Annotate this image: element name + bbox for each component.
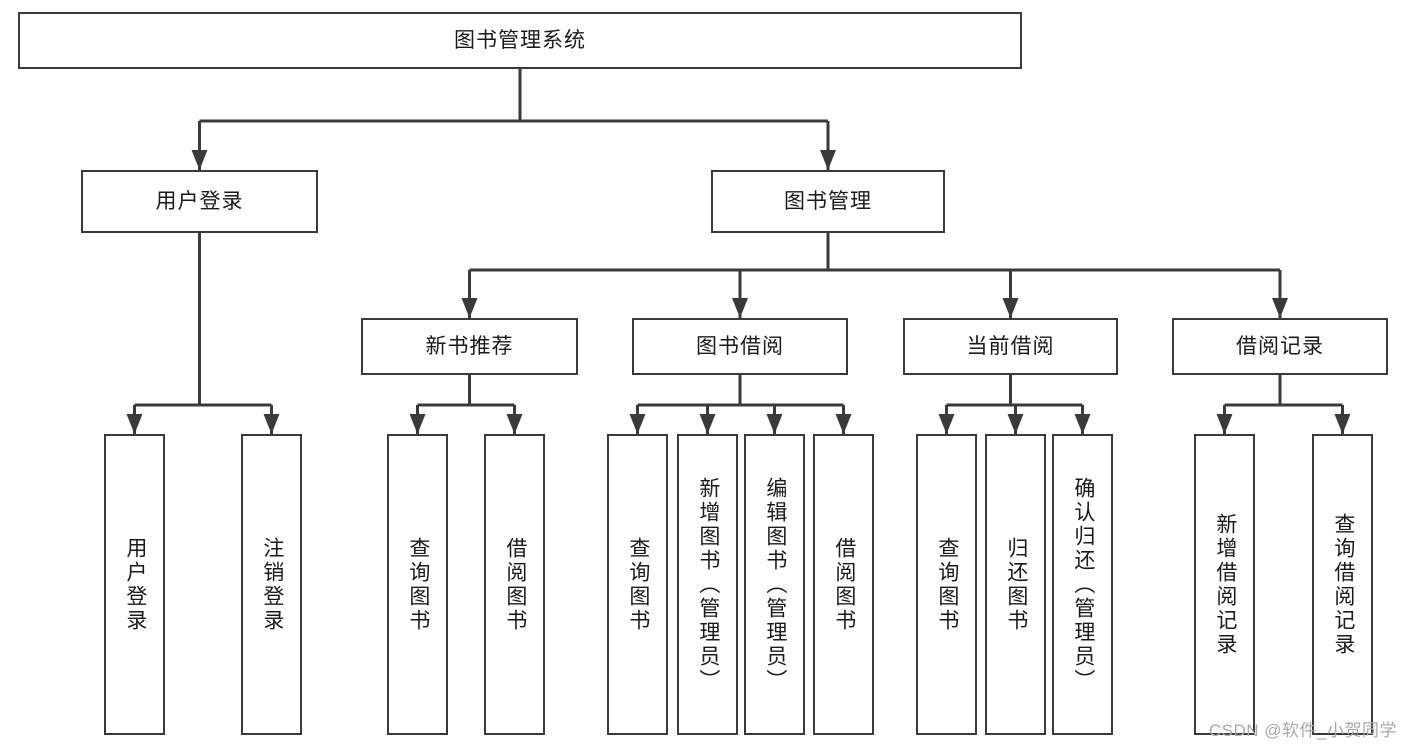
node-l2_1[interactable]: 图书管理: [711, 170, 945, 233]
arrow-head-2-2: [1002, 298, 1019, 318]
node-leaf_10[interactable]: 确认归还（管理员）: [1052, 434, 1113, 735]
arrow-head-3-1: [506, 414, 523, 434]
node-label: 借阅图书: [503, 536, 527, 633]
arrow-head-2-3: [1272, 298, 1288, 318]
node-leaf_11[interactable]: 新增借阅记录: [1194, 434, 1255, 735]
node-label: 图书管理: [784, 189, 872, 213]
node-leaf_8[interactable]: 查询图书: [916, 434, 977, 735]
node-label: 注销登录: [260, 536, 284, 633]
node-label: 图书借阅: [696, 334, 784, 358]
node-label: 图书管理系统: [454, 28, 586, 52]
node-l2_0[interactable]: 用户登录: [81, 170, 318, 233]
node-label: 借阅图书: [832, 536, 856, 633]
node-l3_2[interactable]: 当前借阅: [903, 318, 1118, 375]
node-l3_1[interactable]: 图书借阅: [632, 318, 848, 375]
node-label: 当前借阅: [966, 334, 1055, 358]
node-label: 用户登录: [155, 189, 244, 213]
arrow-head-4-3: [835, 414, 852, 434]
node-root[interactable]: 图书管理系统: [18, 12, 1022, 69]
arrow-head-0-0: [191, 150, 208, 170]
arrow-head-5-1: [1007, 414, 1024, 434]
arrow-head-6-1: [1334, 414, 1351, 434]
arrow-head-1-0: [126, 414, 143, 434]
arrow-head-2-1: [732, 298, 748, 318]
arrow-head-4-0: [629, 414, 646, 434]
node-label: 借阅记录: [1236, 334, 1324, 358]
node-l3_0[interactable]: 新书推荐: [361, 318, 578, 375]
node-leaf_12[interactable]: 查询借阅记录: [1312, 434, 1373, 735]
node-label: 查询图书: [935, 536, 959, 633]
node-label: 确认归还（管理员）: [1071, 476, 1095, 693]
node-leaf_1[interactable]: 注销登录: [241, 434, 302, 735]
arrow-head-6-0: [1216, 414, 1233, 434]
node-leaf_9[interactable]: 归还图书: [985, 434, 1046, 735]
node-l3_3[interactable]: 借阅记录: [1172, 318, 1388, 375]
node-leaf_3[interactable]: 借阅图书: [484, 434, 545, 735]
node-label: 用户登录: [123, 536, 147, 633]
node-leaf_7[interactable]: 借阅图书: [813, 434, 874, 735]
node-leaf_5[interactable]: 新增图书（管理员）: [677, 434, 738, 735]
node-label: 查询图书: [406, 536, 430, 633]
arrow-head-5-2: [1074, 414, 1091, 434]
node-leaf_6[interactable]: 编辑图书（管理员）: [744, 434, 805, 735]
arrow-head-4-1: [699, 414, 716, 434]
arrow-head-5-0: [938, 414, 955, 434]
node-leaf_4[interactable]: 查询图书: [607, 434, 668, 735]
arrow-head-1-1: [263, 414, 280, 434]
arrow-head-3-0: [409, 414, 426, 434]
node-label: 编辑图书（管理员）: [763, 476, 787, 693]
node-label: 查询借阅记录: [1331, 512, 1355, 657]
arrow-head-0-1: [820, 150, 836, 170]
arrow-head-4-2: [766, 414, 783, 434]
node-leaf_0[interactable]: 用户登录: [104, 434, 165, 735]
node-label: 新书推荐: [425, 334, 514, 358]
node-label: 归还图书: [1004, 536, 1028, 633]
node-leaf_2[interactable]: 查询图书: [387, 434, 448, 735]
arrow-head-2-0: [461, 298, 478, 318]
node-label: 查询图书: [626, 536, 650, 633]
node-label: 新增借阅记录: [1213, 512, 1237, 657]
node-label: 新增图书（管理员）: [696, 476, 720, 693]
